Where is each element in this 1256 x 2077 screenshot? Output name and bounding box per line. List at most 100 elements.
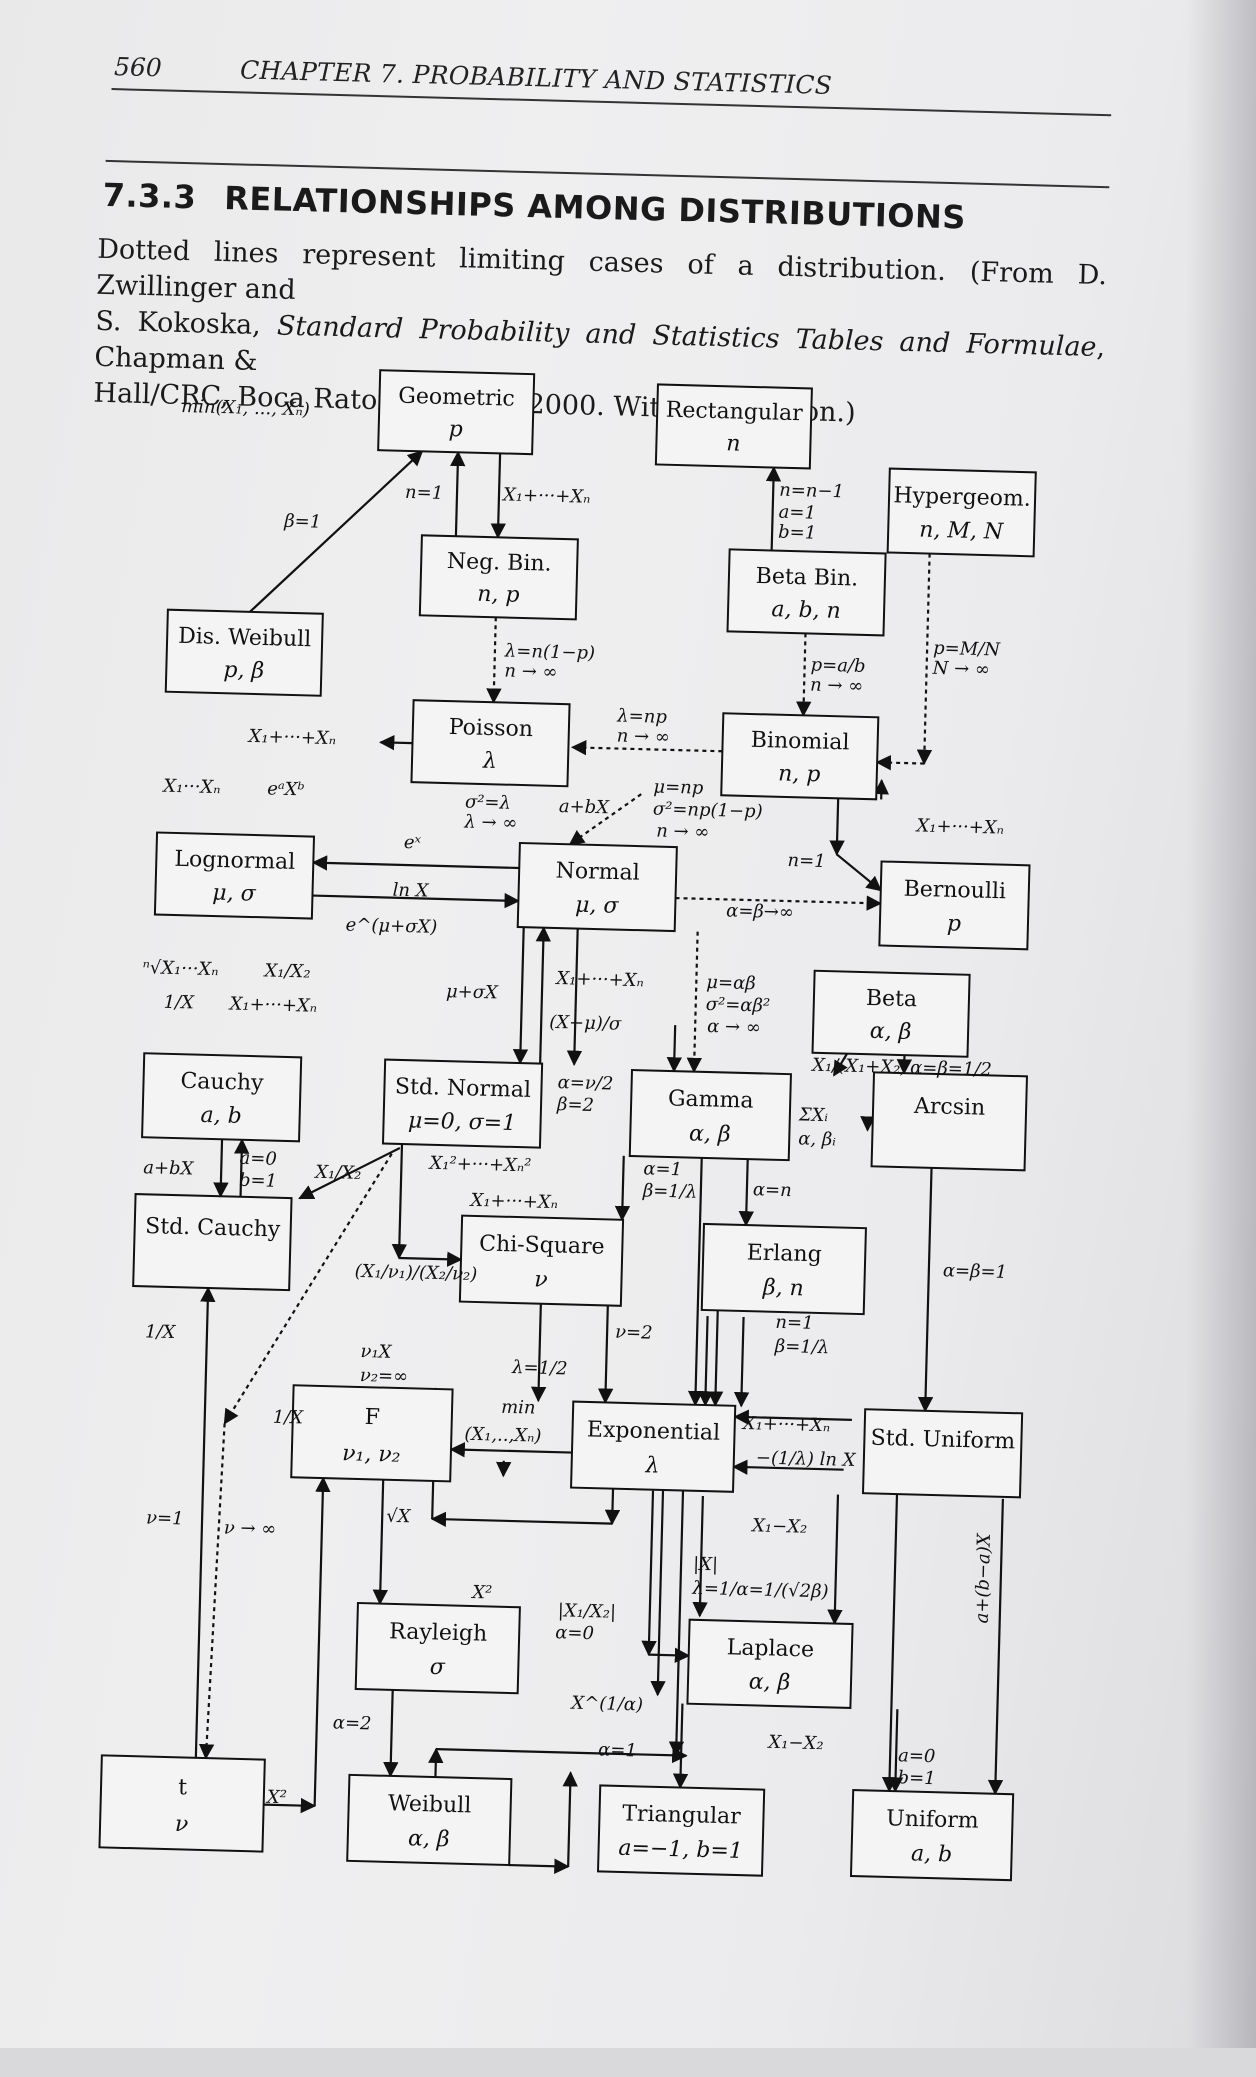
dist-box-t: tν (99, 1755, 264, 1851)
relation-label: X₁+···+Xₙ (741, 1413, 831, 1436)
relation-arrow (995, 1499, 1003, 1794)
relation-label: n → ∞ (616, 725, 670, 747)
relation-label: a=1 (778, 502, 816, 524)
relation-label: β=1 (283, 511, 321, 533)
relation-arrow (451, 1449, 572, 1452)
dist-params: p, β (223, 658, 264, 684)
relation-label: α=β=1/2 (910, 1057, 992, 1080)
relation-arrow (835, 1495, 838, 1624)
limit-arrow-dotted (924, 554, 929, 764)
dist-params: μ, σ (212, 881, 257, 907)
relation-label: λ → ∞ (463, 812, 517, 834)
dist-box-beta-bin: Beta Bin.a, b, n (728, 549, 886, 635)
relation-label: b=1 (778, 522, 817, 544)
relation-arrow (622, 1156, 624, 1220)
relation-label: n → ∞ (656, 821, 710, 843)
relation-label: X₁+···+Xₙ (501, 484, 591, 507)
relation-label: α → ∞ (707, 1016, 761, 1038)
relation-arrow (540, 928, 544, 1064)
relation-label: X₁−X₂ (766, 1732, 824, 1754)
relation-label: β=1/λ (642, 1180, 698, 1202)
dist-params: n, p (778, 761, 821, 787)
relation-label: X₁/(X₁+X₂) (810, 1055, 908, 1079)
relation-label: X₁···Xₙ (161, 776, 221, 799)
relation-arrow (649, 1655, 689, 1656)
dist-params: α, β (869, 1019, 911, 1045)
relation-label: α, βᵢ (798, 1128, 837, 1150)
relation-arrow (432, 1519, 612, 1524)
dist-name: Erlang (746, 1240, 822, 1267)
relation-arrow (746, 1159, 748, 1225)
dist-params: λ (482, 749, 498, 774)
relation-label: X^(1/α) (569, 1693, 643, 1716)
dist-box-beta: Beta α, β (813, 971, 970, 1057)
relation-arrow (674, 1025, 675, 1071)
relation-arrow (399, 1144, 402, 1258)
relation-label: a+bX (143, 1157, 195, 1179)
relation-label: a+bX (559, 796, 611, 818)
relation-label: 1/X (273, 1407, 305, 1429)
relation-label: X₁−X₂ (750, 1515, 808, 1537)
dist-name: Geometric (398, 384, 515, 412)
dist-name: Neg. Bin. (447, 549, 552, 577)
relation-label: σ²=np(1−p) (653, 798, 763, 822)
relation-label: α=ν/2 (557, 1072, 613, 1094)
dist-box-frame (872, 1072, 1027, 1170)
relation-arrow (741, 1317, 743, 1406)
dist-params: λ (644, 1453, 660, 1478)
dist-name: Gamma (668, 1086, 754, 1113)
dist-name: Std. Uniform (870, 1426, 1015, 1455)
relation-arrow (380, 1480, 383, 1604)
relation-arrow (772, 468, 774, 551)
relation-label: μ=np (653, 776, 704, 798)
relation-label: b=1 (239, 1170, 278, 1192)
dist-name: Bernoulli (903, 877, 1006, 905)
dist-params: μ, σ (575, 893, 620, 919)
relation-arrow (399, 1258, 461, 1260)
relation-label: min(X₁, ..., Xₙ) (181, 396, 310, 420)
relation-label: α=β→∞ (726, 900, 794, 923)
dist-name: Beta (866, 986, 918, 1012)
dist-name: Exponential (587, 1417, 721, 1445)
relation-label: λ=np (616, 705, 668, 727)
relation-label: ⁿ√X₁···Xₙ (142, 957, 219, 980)
relation-label: a=0 (898, 1745, 936, 1767)
dist-name: F (364, 1405, 380, 1430)
dist-name: Arcsin (913, 1094, 986, 1121)
relation-arrow (837, 798, 838, 854)
dist-name: Std. Cauchy (145, 1214, 281, 1243)
relation-label: ΣXᵢ (798, 1104, 829, 1126)
relation-label: n=1 (775, 1312, 814, 1334)
relation-label: X₁+···+Xₙ (246, 726, 336, 749)
relation-arrow (836, 854, 882, 890)
relation-label: λ=1/α=1/(√2β) (691, 1578, 829, 1603)
relation-label: λ=1/2 (511, 1357, 568, 1379)
relation-label: b=1 (897, 1767, 936, 1789)
relation-arrow (715, 1310, 717, 1405)
dist-box-std-cauchy: Std. Cauchy (133, 1194, 291, 1290)
relation-label: √X (386, 1506, 412, 1528)
dist-box-hypergeom: Hypergeom.n, M, N (888, 469, 1036, 557)
relation-arrow (574, 929, 578, 1065)
relation-label: X² (470, 1582, 493, 1604)
relation-label: X₁+···+Xₙ (227, 993, 317, 1016)
dist-params: σ (429, 1655, 446, 1680)
relation-arrow (436, 1749, 686, 1756)
relation-label: n → ∞ (810, 675, 864, 697)
relation-arrow (925, 1168, 931, 1411)
relation-arrow (313, 863, 519, 868)
limit-arrow-dotted (877, 762, 924, 763)
relation-label: X₁+···+Xₙ (468, 1190, 558, 1213)
